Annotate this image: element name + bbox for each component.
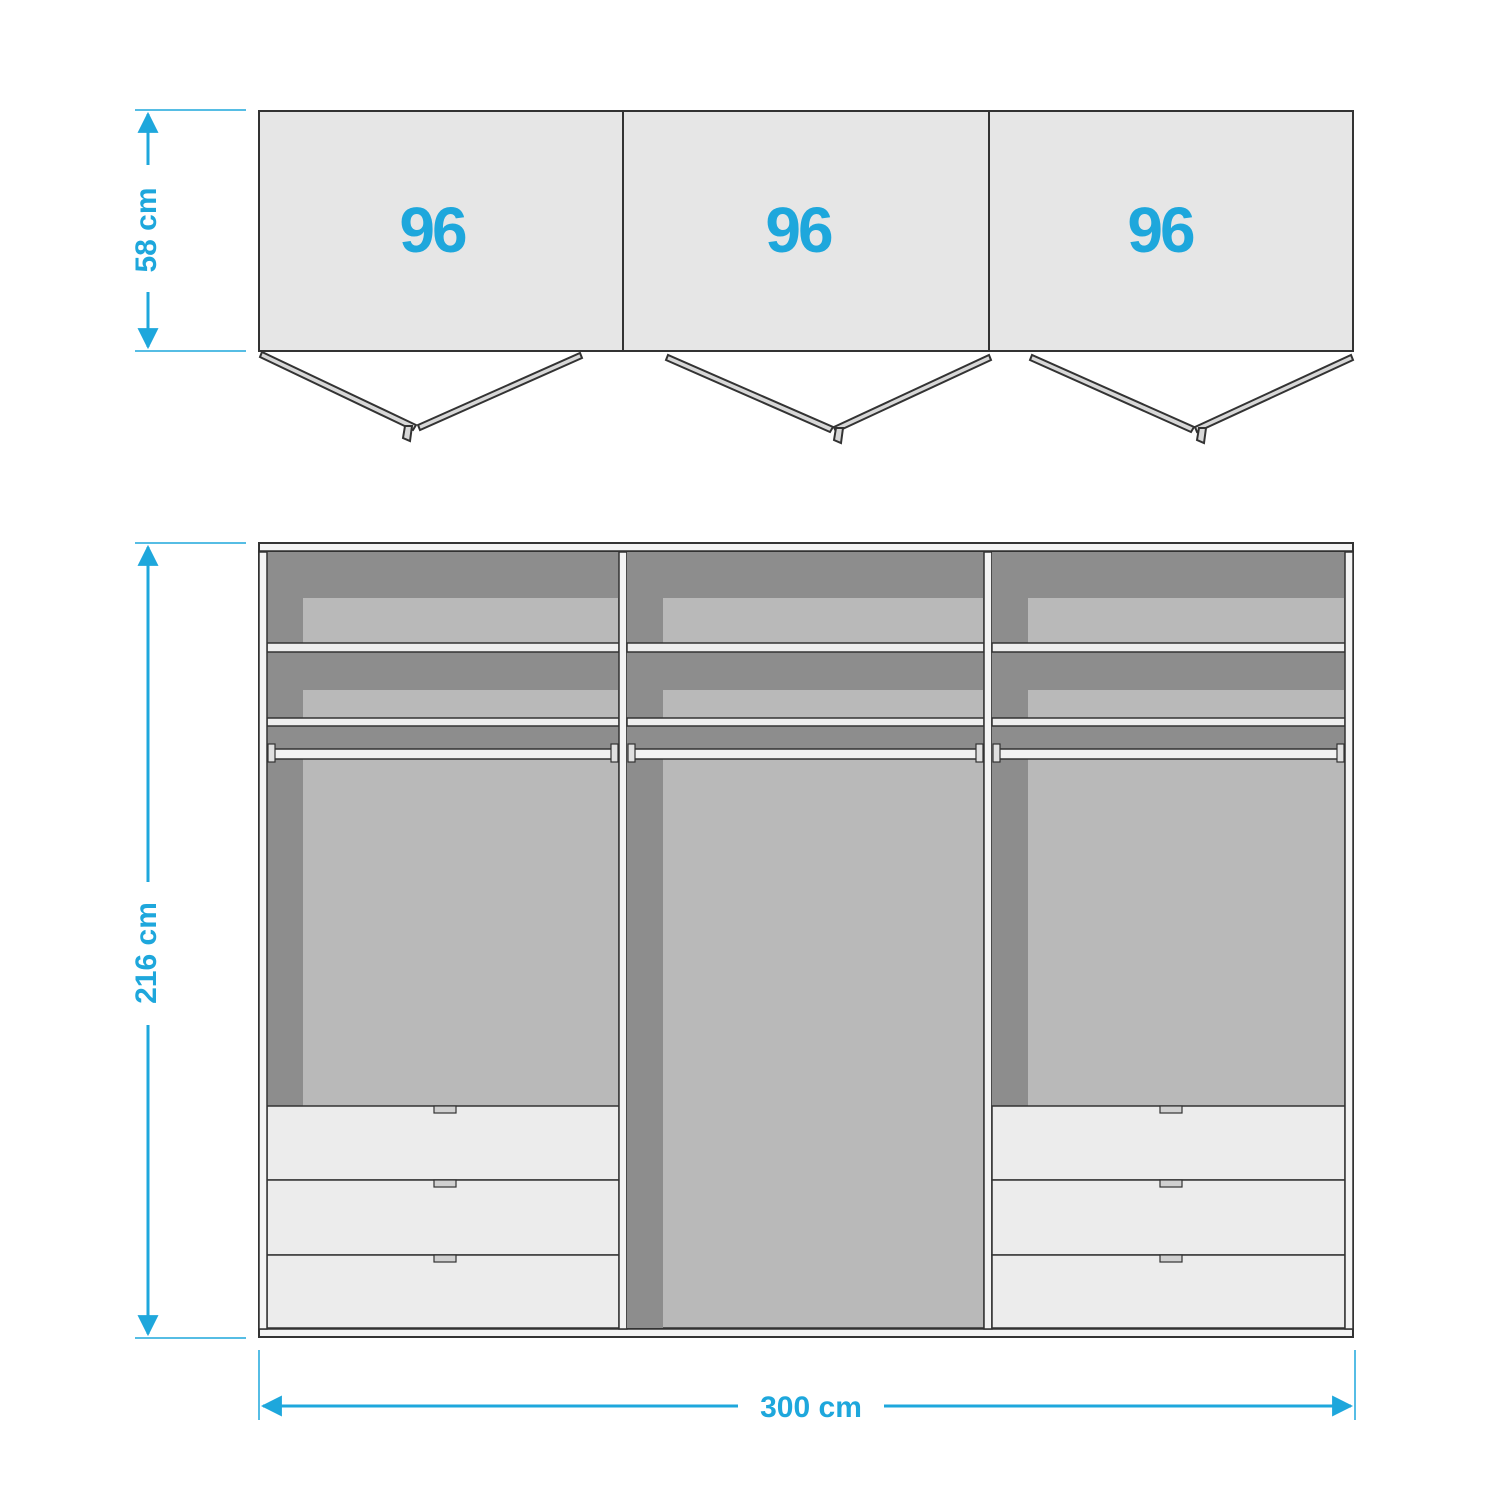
drawer-handle-icon (1159, 1105, 1183, 1114)
shelf (991, 642, 1346, 653)
hanging-rail (992, 743, 1345, 763)
vertical-divider (983, 551, 993, 1330)
top-section-3: 96 (988, 110, 1354, 352)
drawer-handle-icon (433, 1254, 457, 1263)
height-label: 216 cm (130, 902, 163, 1004)
section-width-label: 96 (399, 194, 466, 266)
top-section-2: 96 (622, 110, 990, 352)
drawer[interactable] (991, 1254, 1346, 1329)
drawer-handle-icon (1159, 1179, 1183, 1188)
section-width-label: 96 (1127, 194, 1194, 266)
side-panel-left (258, 551, 268, 1330)
depth-label: 58 cm (130, 187, 163, 272)
hanging-rail (627, 743, 984, 763)
front-view: 216 cm 300 cm (130, 542, 1356, 1424)
top-section-1: 96 (258, 110, 624, 352)
drawer-handle-icon (433, 1179, 457, 1188)
shelf (991, 717, 1346, 727)
compartment-left (266, 551, 620, 1329)
drawer-handle-icon (1159, 1254, 1183, 1263)
side-panel-right (1344, 551, 1354, 1330)
open-door-pair-1 (258, 350, 584, 443)
drawer[interactable] (991, 1179, 1346, 1256)
shelf (626, 717, 985, 727)
section-width-label: 96 (765, 194, 832, 266)
compartment-middle (626, 551, 985, 1329)
vertical-divider (618, 551, 628, 1330)
width-label: 300 cm (760, 1391, 862, 1424)
drawer[interactable] (266, 1179, 620, 1256)
drawer-handle-icon (433, 1105, 457, 1114)
drawer[interactable] (266, 1105, 620, 1181)
hanging-rail (267, 743, 619, 763)
open-door-pair-2 (664, 353, 993, 445)
drawer[interactable] (991, 1105, 1346, 1181)
top-view: 58 cm 96 96 96 (130, 109, 1355, 445)
open-door-pair-3 (1028, 353, 1355, 445)
shelf (266, 717, 620, 727)
compartment-right (991, 551, 1346, 1329)
shelf (626, 642, 985, 653)
drawer[interactable] (266, 1254, 620, 1329)
shelf (266, 642, 620, 653)
